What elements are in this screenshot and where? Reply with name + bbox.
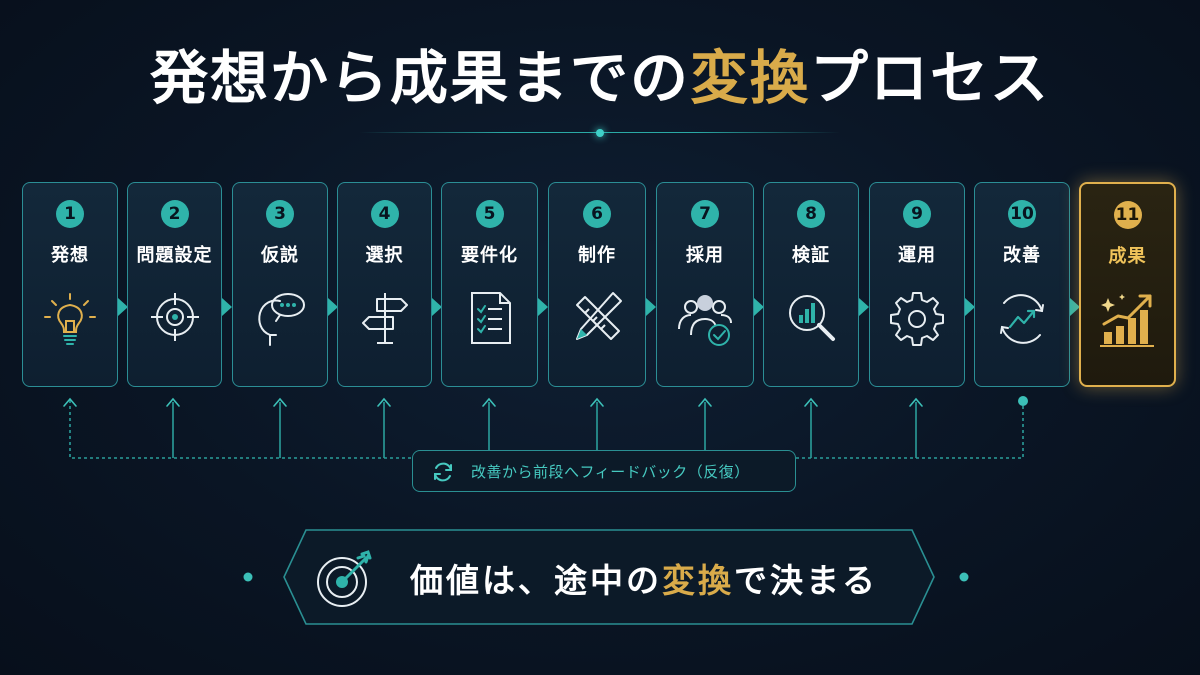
step-5: 5 要件化 [441,182,538,387]
feedback-label: 改善から前段へフィードバック（反復） [471,463,750,481]
value-statement: 価値は、途中の変換で決まる [410,560,878,602]
step-label: 制作 [578,245,616,266]
cycle-trend-icon [1000,294,1044,344]
chevron-right-icon [754,298,764,316]
step-11-outcome: 11 成果 [1079,182,1176,387]
step-number: 6 [583,200,611,228]
chevron-right-icon [118,298,128,316]
step-number: 8 [797,200,825,228]
title-divider-dot [596,129,604,137]
title-highlight: 変換 [689,44,810,112]
step-8: 8 検証 [763,182,859,387]
chevron-right-icon [646,298,656,316]
title-text: 発想から成果までの [149,44,690,112]
statement-highlight: 変換 [662,561,734,600]
chevron-right-icon [538,298,548,316]
chevron-right-icon [222,298,232,316]
chevron-right-icon [432,298,442,316]
step-3: 3 仮説 [232,182,328,387]
magnifier-chart-icon [789,295,835,341]
title-text-end: プロセス [810,44,1051,112]
step-number: 7 [691,200,719,228]
step-4: 4 選択 [337,182,432,387]
crosshair-icon [150,293,199,341]
step-number: 11 [1113,201,1142,229]
step-number: 4 [370,200,399,228]
head-thought-icon [258,293,305,346]
step-number: 3 [266,200,294,228]
step-1: 1 発想 [22,182,118,387]
chevron-right-icon [859,298,869,316]
step-number: 9 [903,200,931,228]
chevron-right-icon [1070,298,1080,316]
page-title: 発想から成果までの変換プロセス [0,38,1200,118]
step-9: 9 運用 [869,182,965,387]
step-label: 選択 [365,245,404,266]
step-number: 10 [1008,200,1036,228]
step-label: 改善 [1003,245,1041,266]
refresh-icon [434,462,452,482]
chevron-right-icon [965,298,975,316]
step-label: 成果 [1108,246,1147,267]
step-number: 2 [160,200,189,228]
growth-bars-icon [1099,294,1154,347]
pencil-ruler-icon [576,292,622,340]
lightbulb-icon [44,293,96,345]
step-7: 7 採用 [656,182,754,387]
checklist-icon [470,292,511,344]
step-label: 運用 [898,245,936,266]
step-label: 検証 [792,245,830,266]
step-label: 要件化 [461,245,518,266]
step-label: 問題設定 [136,245,213,266]
step-number: 1 [56,200,84,228]
target-arrow-icon [317,550,372,607]
people-check-icon [678,295,732,346]
chevron-right-icon [328,298,338,316]
step-2: 2 問題設定 [127,182,222,387]
step-label: 発想 [51,245,89,266]
step-number: 5 [475,200,504,228]
statement-text-end: で決まる [734,561,878,600]
statement-text: 価値は、途中の [410,561,662,600]
step-label: 採用 [686,245,724,266]
feedback-label-box: 改善から前段へフィードバック（反復） [412,450,796,492]
gear-icon [890,292,944,346]
step-label: 仮説 [261,245,299,266]
step-6: 6 制作 [548,182,646,387]
step-10: 10 改善 [974,182,1070,387]
signpost-icon [361,293,408,344]
